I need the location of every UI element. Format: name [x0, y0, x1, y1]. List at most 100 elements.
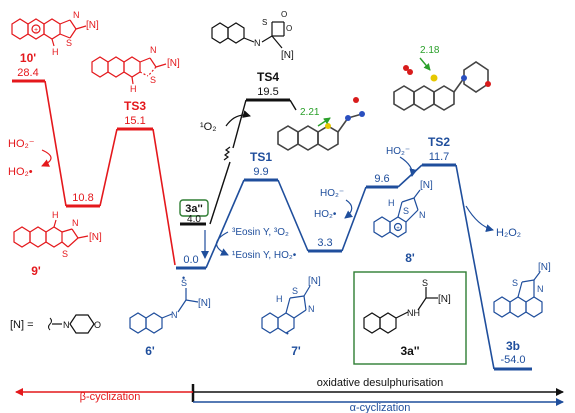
N-group: [N] [281, 50, 294, 61]
atom-H: H [388, 198, 395, 208]
desulphurisation-profile: TS4 19.5 3a'' 4.0 ¹O₂ N S O O [N] [179, 10, 297, 226]
morpholine-ring [69, 314, 95, 334]
sulfur-atom [430, 74, 438, 82]
atom-S: S [292, 286, 298, 296]
atom-N: N [308, 304, 315, 314]
N-def: [N] = [10, 319, 34, 331]
eosin-singlet: ¹Eosin Y, HO₂• [232, 250, 297, 261]
label-ts1: TS1 [250, 150, 272, 164]
red-ho2-dot: HO₂• [8, 166, 33, 178]
N-group: [N] [438, 294, 451, 305]
atom-O: O [281, 10, 287, 19]
atom-S: S [403, 206, 409, 216]
footer: β-cyclization oxidative desulphurisation… [15, 377, 564, 413]
structure-6 [129, 288, 199, 334]
atom-S: S [150, 75, 156, 85]
energy-ts3: 15.1 [124, 115, 145, 127]
connector [232, 99, 247, 149]
energy-9: 10.8 [72, 192, 93, 204]
distance-arrow [419, 57, 431, 71]
N-legend: [N] = N O [10, 314, 101, 334]
atom-N: N [171, 310, 178, 320]
atom-N: N [63, 320, 70, 330]
atom-H: H [52, 47, 59, 57]
oxygen-atom [403, 65, 409, 71]
atom-NH: NH [407, 308, 420, 318]
eosin-arrow [215, 231, 229, 256]
desulph-label: oxidative desulphurisation [317, 377, 444, 389]
distance-arrow [317, 117, 331, 127]
eosin-triplet: ³Eosin Y, ³O₂ [232, 227, 289, 238]
structure-9 [13, 219, 89, 248]
ts1-3d-model: 2.21 [277, 97, 365, 151]
atom-H: H [276, 294, 283, 304]
atom-N: N [419, 210, 426, 220]
atom-S: S [66, 38, 72, 48]
structure-ts4 [211, 21, 285, 49]
connector [99, 128, 118, 207]
energy-3b: -54.0 [500, 354, 525, 366]
distance-label: 2.18 [420, 45, 440, 56]
label-3a'': 3a'' [185, 203, 203, 215]
atom-N: N [537, 284, 544, 294]
structure-7 [261, 285, 311, 334]
plus-sign: + [34, 27, 38, 34]
blue-ho2-minus-2: HO₂⁻ [386, 146, 410, 157]
nitrogen-atom [345, 115, 351, 121]
label-9: 9' [31, 264, 41, 278]
plus-sign: + [396, 226, 400, 232]
energy-7: 3.3 [317, 237, 332, 249]
radical-dot: • [182, 273, 185, 283]
atom-H: H [130, 84, 137, 94]
N-group: [N] [167, 58, 180, 69]
energy-3a'': 4.0 [187, 214, 201, 225]
atom-S: S [262, 18, 267, 27]
energy-10: 28.4 [17, 67, 38, 79]
ho2-arrow-1 [344, 199, 353, 219]
atom-S: S [512, 278, 518, 288]
alpha-label: α-cyclization [350, 402, 411, 413]
axis-break [223, 146, 231, 161]
ts2-3d-model: 2.18 [393, 45, 491, 111]
energy-6: 0.0 [183, 254, 198, 266]
alpha-profile: 0.0 TS1 9.9 3.3 9.6 TS2 11.7 3b -54.0 ³E… [129, 135, 551, 371]
radical-dot: • [286, 329, 289, 338]
oxygen-atom [407, 69, 413, 75]
label-ts4: TS4 [257, 70, 279, 84]
label-3a''-box-text: 3a'' [400, 344, 419, 358]
connector [341, 186, 367, 252]
oxygen-atom [353, 97, 359, 103]
nitrogen-atom [359, 111, 365, 117]
atom-S: S [181, 278, 187, 288]
label-8: 8' [405, 251, 415, 265]
highlight-box [353, 271, 467, 365]
structure-3b [493, 271, 543, 318]
atom-N: N [72, 218, 79, 228]
label-6: 6' [145, 344, 155, 358]
nitrogen-atom [461, 75, 467, 81]
N-group: [N] [86, 20, 99, 31]
atom-S: S [62, 249, 68, 259]
wavy-bond [48, 317, 52, 331]
ho2-arrow-2 [399, 156, 418, 177]
beta-label: β-cyclization [80, 391, 141, 403]
energy-ts4: 19.5 [257, 86, 278, 98]
structure-ts3 [91, 56, 167, 85]
compound-3a-box: NH S [N] 3a'' [353, 271, 467, 365]
N-group: [N] [308, 276, 321, 287]
red-curved-arrow [41, 149, 52, 167]
atom-N: N [254, 38, 261, 48]
blue-ho2-minus: HO₂⁻ [320, 188, 344, 199]
distance-label: 2.21 [300, 107, 320, 118]
singlet-oxygen: ¹O₂ [200, 121, 217, 133]
atom-H: H [52, 210, 59, 220]
structure-3a'' [363, 287, 438, 334]
structure-10 [11, 18, 87, 47]
label-3b: 3b [506, 339, 520, 353]
label-7: 7' [291, 344, 301, 358]
energy-8: 9.6 [374, 173, 389, 185]
connector [205, 179, 245, 269]
oxygen-arrow [225, 110, 251, 127]
N-group: [N] [198, 298, 211, 309]
